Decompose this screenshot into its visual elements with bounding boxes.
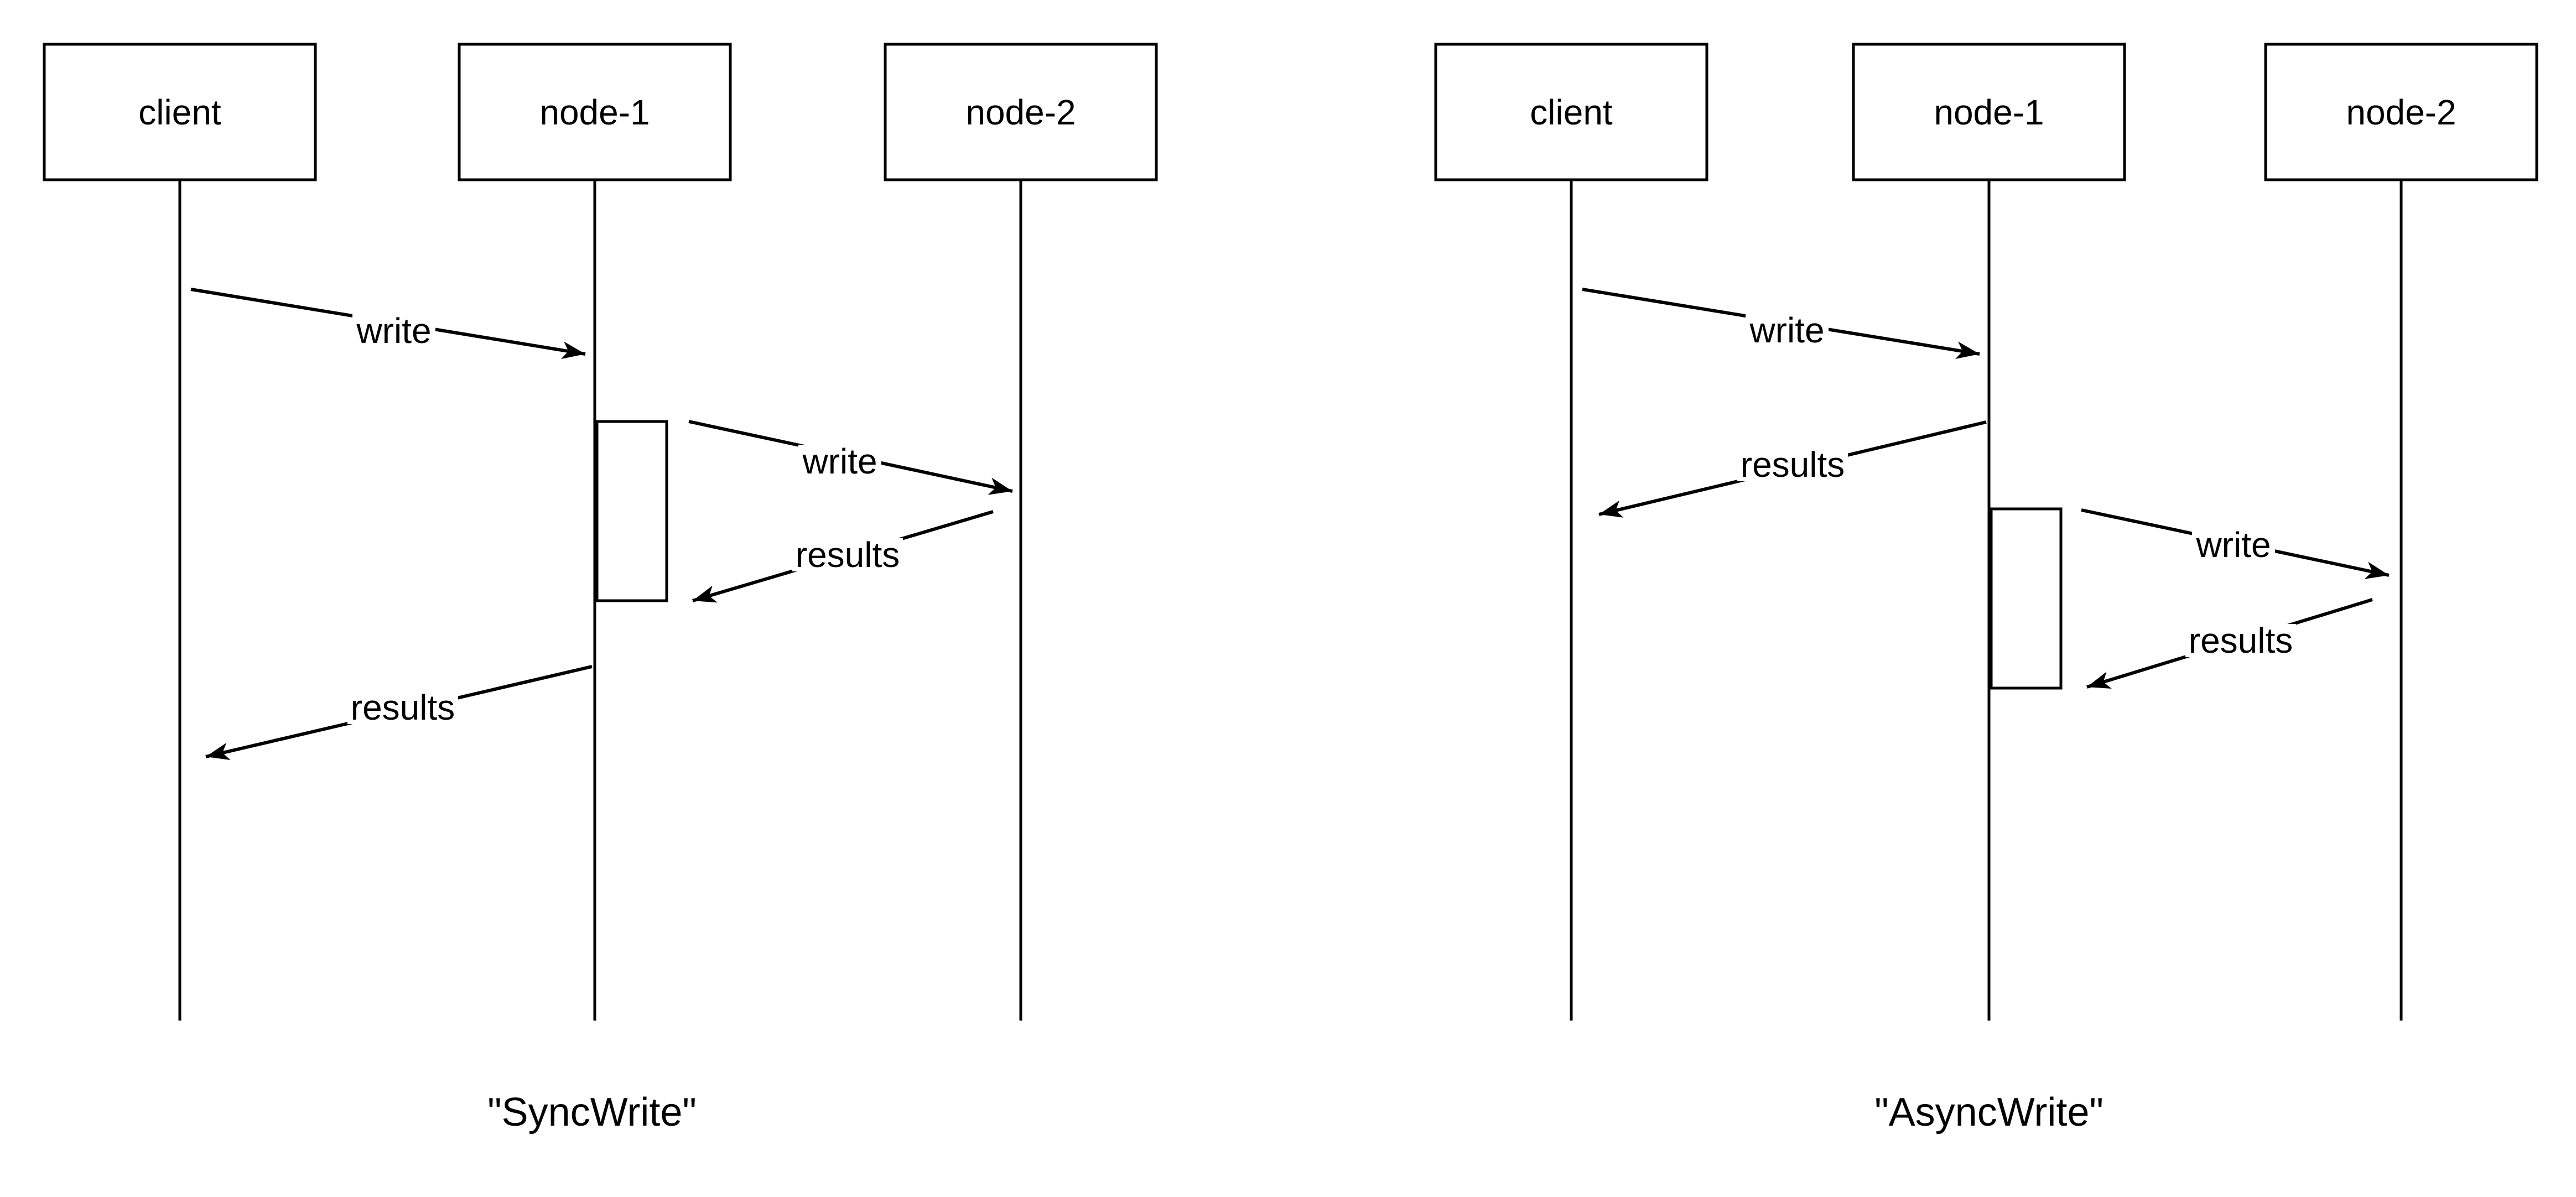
message-label-write: write	[802, 441, 877, 481]
actor-box-node-2	[884, 43, 1158, 181]
actor-box-client	[43, 43, 317, 181]
activation-bar-node-1	[595, 420, 668, 602]
actor-label-node-2: node-2	[2346, 92, 2456, 132]
actor-box-node-1	[458, 43, 732, 181]
activation-bar-node-1	[1990, 507, 2063, 690]
caption-asyncwrite: "AsyncWrite"	[1874, 1090, 2104, 1134]
message-label-write: write	[2195, 525, 2271, 565]
message-label-results: results	[796, 535, 900, 575]
message-label-background	[798, 445, 881, 478]
message-label-background	[1746, 314, 1829, 347]
actor-label-node-2: node-2	[965, 92, 1076, 132]
message-label-background	[347, 691, 458, 724]
actor-label-node-1: node-1	[1934, 92, 2044, 132]
message-label-background	[2185, 624, 2296, 657]
message-label-results: results	[351, 688, 455, 727]
actor-label-client: client	[1530, 92, 1613, 132]
message-label-results: results	[1741, 445, 1845, 485]
actor-box-node-1	[1852, 43, 2126, 181]
message-label-write: write	[356, 311, 431, 351]
actor-label-client: client	[138, 92, 221, 132]
actor-box-node-2	[2264, 43, 2538, 181]
diagram-asyncwrite: client node-1 node-2 write results write…	[1434, 43, 2538, 1134]
message-label-background	[1737, 448, 1848, 481]
actor-box-client	[1434, 43, 1708, 181]
diagram-syncwrite: client node-1 node-2 write write results…	[43, 43, 1158, 1134]
message-label-background	[2192, 528, 2275, 561]
message-label-background	[792, 538, 903, 571]
message-label-write: write	[1749, 310, 1824, 350]
message-label-results: results	[2189, 621, 2293, 660]
message-label-background	[352, 314, 435, 347]
actor-label-node-1: node-1	[539, 92, 650, 132]
caption-syncwrite: "SyncWrite"	[487, 1090, 697, 1134]
